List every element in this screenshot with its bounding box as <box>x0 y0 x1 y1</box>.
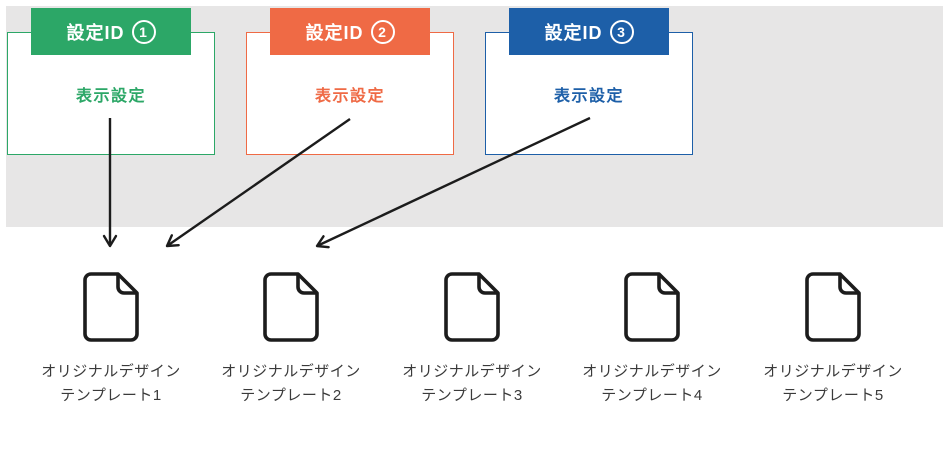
display-settings-label-1: 表示設定 <box>75 87 146 105</box>
file-icon <box>83 272 139 342</box>
settings-card-3: 設定ID 3 表示設定 <box>485 8 693 155</box>
template-label-line2: テンプレート5 <box>782 387 884 404</box>
template-label-line2: テンプレート3 <box>421 387 523 404</box>
template-label-line2: テンプレート4 <box>601 387 703 404</box>
display-settings-label-2: 表示設定 <box>314 87 385 105</box>
template-item-3: オリジナルデザイン テンプレート3 <box>382 270 562 408</box>
settings-id-badge-1: 設定ID 1 <box>31 8 191 55</box>
settings-id-label: 設定ID <box>544 22 603 43</box>
template-item-1: オリジナルデザイン テンプレート1 <box>21 270 201 408</box>
settings-card-2: 設定ID 2 表示設定 <box>246 8 454 155</box>
circled-number-2: 2 <box>370 19 395 44</box>
template-label-line2: テンプレート1 <box>60 387 162 404</box>
settings-id-badge-3: 設定ID 3 <box>509 8 669 55</box>
file-icon <box>805 272 861 342</box>
template-label-line1: オリジナルデザイン <box>582 363 722 380</box>
display-settings-label-3: 表示設定 <box>553 87 624 105</box>
template-label-line1: オリジナルデザイン <box>41 363 181 380</box>
settings-id-badge-2: 設定ID 2 <box>270 8 430 55</box>
template-item-5: オリジナルデザイン テンプレート5 <box>743 270 923 408</box>
file-icon <box>624 272 680 342</box>
settings-id-label: 設定ID <box>305 22 364 43</box>
template-item-4: オリジナルデザイン テンプレート4 <box>562 270 742 408</box>
circled-number-1: 1 <box>131 19 156 44</box>
template-label-line1: オリジナルデザイン <box>763 363 903 380</box>
template-label-line1: オリジナルデザイン <box>402 363 542 380</box>
settings-card-1: 設定ID 1 表示設定 <box>7 8 215 155</box>
template-label-line2: テンプレート2 <box>240 387 342 404</box>
file-icon <box>444 272 500 342</box>
settings-id-label: 設定ID <box>66 22 125 43</box>
file-icon <box>263 272 319 342</box>
template-item-2: オリジナルデザイン テンプレート2 <box>201 270 381 408</box>
circled-number-3: 3 <box>609 19 634 44</box>
template-label-line1: オリジナルデザイン <box>221 363 361 380</box>
